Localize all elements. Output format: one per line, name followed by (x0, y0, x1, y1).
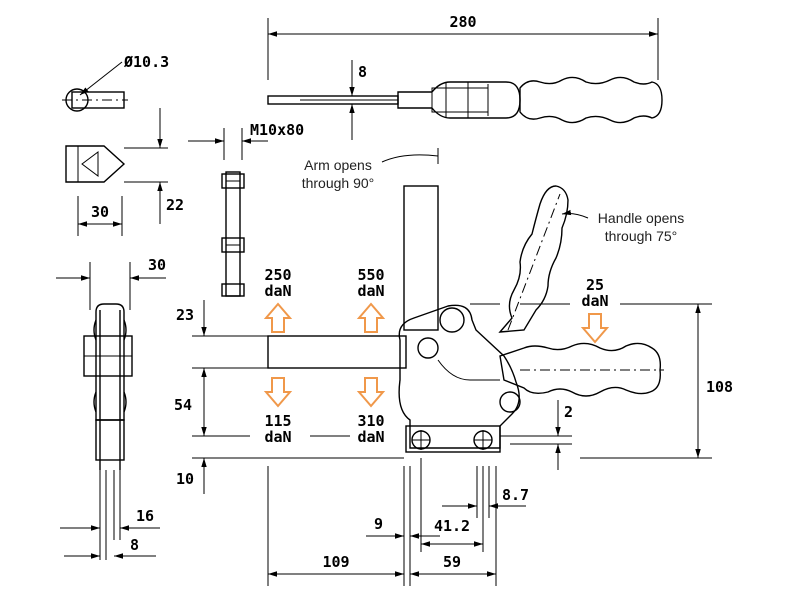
force-25-unit: daN (581, 292, 608, 310)
force-550-value: 550 (357, 266, 384, 284)
tip-side (65, 145, 126, 183)
body-top (397, 81, 521, 119)
handle-note-line1: Handle opens (598, 210, 684, 226)
handle-note: Handle opens through 75° (561, 209, 684, 244)
force-arrow-down-2 (356, 377, 386, 408)
force-310-value: 310 (357, 412, 384, 430)
arm-note-line1: Arm opens (304, 157, 372, 173)
dim-10: 10 (176, 470, 194, 488)
dim-8: 8 (358, 63, 367, 81)
force-25-value: 25 (586, 276, 604, 294)
dim-30-tip: 30 (91, 203, 109, 221)
arm-note-line2: through 90° (302, 175, 375, 191)
dim-8-side: 8 (130, 536, 139, 554)
dim-9: 9 (374, 515, 383, 533)
force-250-unit: daN (264, 282, 291, 300)
dim-280: 280 (449, 13, 476, 31)
dim-23: 23 (176, 306, 194, 324)
dim-41-2: 41.2 (434, 517, 470, 535)
dim-54: 54 (174, 396, 192, 414)
dim-diameter: Ø10.3 (123, 53, 169, 71)
side-body (95, 303, 125, 421)
arm-closed (267, 335, 407, 369)
force-310: 310 daN (356, 377, 386, 446)
dim-109: 109 (322, 553, 349, 571)
arm-note: Arm opens through 90° (302, 148, 439, 191)
dim-59: 59 (443, 553, 461, 571)
force-250-value: 250 (264, 266, 291, 284)
front-view: 23 54 10 108 2 9 41.2 8.7 (174, 185, 733, 586)
dim-16: 16 (136, 507, 154, 525)
force-115: 115 daN (263, 377, 293, 446)
force-310-unit: daN (357, 428, 384, 446)
tip-detail: Ø10.3 22 30 (62, 53, 184, 236)
force-550: 550 daN (356, 266, 386, 333)
dim-108: 108 (706, 378, 733, 396)
dim-22: 22 (166, 196, 184, 214)
spindle-detail: M10x80 (188, 121, 304, 297)
handle-open (498, 185, 569, 333)
force-115-unit: daN (264, 428, 291, 446)
force-arrow-up-1 (263, 302, 293, 333)
spindle-rod (225, 171, 241, 297)
force-115-value: 115 (264, 412, 291, 430)
dim-8-7: 8.7 (502, 486, 529, 504)
dim-30-side: 30 (148, 256, 166, 274)
top-view: 280 8 (267, 13, 663, 140)
side-view: 30 16 8 (56, 256, 166, 560)
force-arrow-up-2 (356, 302, 386, 333)
handle-top (519, 76, 663, 124)
dim-2: 2 (564, 403, 573, 421)
clamp-body (398, 304, 520, 449)
handle-note-line2: through 75° (605, 228, 678, 244)
force-arrow-down-1 (263, 377, 293, 408)
arm-open (403, 185, 439, 331)
dim-m10x80: M10x80 (250, 121, 304, 139)
force-550-unit: daN (357, 282, 384, 300)
force-25: 25 daN (580, 276, 610, 344)
force-arrow-down-3 (580, 313, 610, 344)
force-250: 250 daN (263, 266, 293, 333)
